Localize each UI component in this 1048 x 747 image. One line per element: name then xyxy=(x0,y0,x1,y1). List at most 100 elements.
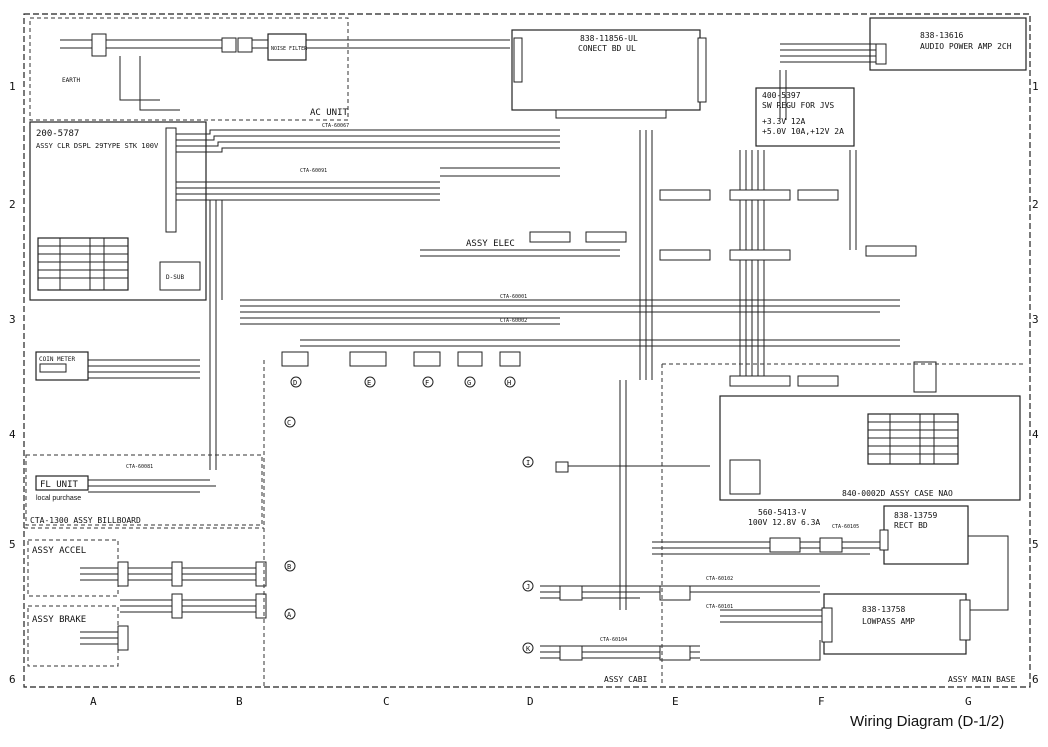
coin-meter-label: COIN METER xyxy=(39,356,76,363)
cld-box xyxy=(29,121,207,301)
connector-d-circle xyxy=(290,376,302,388)
conect-bd-connector-bottom xyxy=(555,109,667,119)
fl-unit-note: local purchase xyxy=(36,495,81,502)
wire-label-7: CTA-60001 xyxy=(500,294,527,300)
grid-row-2-left: 2 xyxy=(9,198,16,211)
noise-filter-box xyxy=(267,33,307,61)
brake-label: ASSY BRAKE xyxy=(32,615,86,625)
section-divider-left xyxy=(24,360,265,686)
case-nao-label: 840-0002D ASSY CASE NAO xyxy=(842,489,953,498)
coin-meter-display xyxy=(39,363,67,373)
amp-connector xyxy=(875,43,887,65)
case-nao-table xyxy=(867,413,959,465)
connector-b-label: B xyxy=(287,563,291,571)
grid-row-5-right: 5 xyxy=(1032,538,1039,551)
fl-unit-box xyxy=(35,475,89,491)
connector-i-circle xyxy=(522,456,534,468)
connector-i-box xyxy=(555,461,569,473)
grid-row-5-left: 5 xyxy=(9,538,16,551)
lowpass-label: LOWPASS AMP xyxy=(862,617,915,626)
ac-switch-b xyxy=(237,37,253,53)
grid-col-d: D xyxy=(527,695,534,708)
grid-row-6-left: 6 xyxy=(9,673,16,686)
connector-i-label: I xyxy=(526,459,530,467)
sw-regu-v1: +3.3V 12A xyxy=(762,117,806,126)
wire-label-1: CTA-60091 xyxy=(300,168,327,174)
connector-e-label: E xyxy=(367,379,371,387)
wire-label-4: CTA-60101 xyxy=(706,604,733,610)
cld-d-sub-label: D-SUB xyxy=(166,274,184,281)
assy-elec-label: ASSY ELEC xyxy=(466,239,515,249)
grid-col-f: F xyxy=(818,695,825,708)
cld-signal-table xyxy=(37,237,129,291)
ac-switch-a xyxy=(221,37,237,53)
diagram-caption: Wiring Diagram (D-1/2) xyxy=(850,713,1005,730)
grid-col-e: E xyxy=(672,695,679,708)
wire-label-2: CTA-60105 xyxy=(832,524,859,530)
grid-row-4-right: 4 xyxy=(1032,428,1039,441)
case-nao-jvs-table xyxy=(729,459,761,495)
psu-part: 560-5413-V xyxy=(758,508,806,517)
assy-elec-connectors xyxy=(529,189,917,387)
connector-g-circle xyxy=(464,376,476,388)
connector-k-circle xyxy=(522,642,534,654)
grid-col-g: G xyxy=(965,695,972,708)
cld-label: ASSY CLR DSPL 29TYPE STK 100V xyxy=(36,142,159,150)
grid-row-3-left: 3 xyxy=(9,313,16,326)
cabi-label: ASSY CABI xyxy=(604,675,648,684)
wire-label-6: CTA-60081 xyxy=(126,464,153,470)
outer-frame xyxy=(23,13,1031,688)
fl-unit-label: FL UNIT xyxy=(40,480,79,490)
cabi-divider xyxy=(661,363,1024,686)
lowpass-connector-left xyxy=(821,607,833,643)
accel-label: ASSY ACCEL xyxy=(32,546,86,556)
amp-wires xyxy=(780,43,876,63)
wire-label-0: CTA-60067 xyxy=(322,123,349,129)
grid-row-1-right: 1 xyxy=(1032,80,1039,93)
conect-bd-connector-left xyxy=(513,37,523,83)
wire-label-3: CTA-60102 xyxy=(706,576,733,582)
grid-col-c: C xyxy=(383,695,390,708)
connector-d-label: D xyxy=(293,379,297,387)
connector-k-label: K xyxy=(526,645,531,653)
lower-harness-wires xyxy=(540,535,1009,661)
ac-unit-box xyxy=(29,17,349,121)
case-nao-box xyxy=(719,395,1021,501)
sw-regu-label: SW REGU FOR JVS xyxy=(762,101,834,110)
connector-j-label: J xyxy=(526,583,530,591)
sw-regu-part: 400-5397 xyxy=(762,91,801,100)
harness-wires xyxy=(176,70,900,610)
wire-label-8: CTA-60002 xyxy=(500,318,527,324)
earth-label-ac: EARTH xyxy=(62,77,80,84)
connector-e-circle xyxy=(364,376,376,388)
connector-h-label: H xyxy=(507,379,511,387)
connector-c-label: C xyxy=(287,419,291,427)
main-base-label: ASSY MAIN BASE xyxy=(948,675,1016,684)
connector-f-label: F xyxy=(425,379,429,387)
connector-c-circle xyxy=(284,416,296,428)
grid-row-4-left: 4 xyxy=(9,428,16,441)
wire-label-5: CTA-60104 xyxy=(600,637,627,643)
grid-col-a: A xyxy=(90,695,97,708)
connector-j-circle xyxy=(522,580,534,592)
conect-bd-part: 838-11856-UL xyxy=(580,34,638,43)
amp-label: AUDIO POWER AMP 2CH xyxy=(920,42,1012,51)
accel-box xyxy=(27,539,119,597)
connector-b-circle xyxy=(284,560,296,572)
rect-bd-connector xyxy=(879,529,889,551)
grid-row-1-left: 1 xyxy=(9,80,16,93)
grid-col-b: B xyxy=(236,695,243,708)
mid-connectors xyxy=(281,351,521,367)
cld-part: 200-5787 xyxy=(36,129,79,139)
connector-g-label: G xyxy=(467,379,471,387)
cld-connector xyxy=(165,127,177,233)
connector-a-circle xyxy=(284,608,296,620)
ac-wires xyxy=(60,39,510,111)
ac-unit-label: AC UNIT xyxy=(310,108,349,118)
pedal-wires xyxy=(80,561,267,651)
connector-f-circle xyxy=(422,376,434,388)
fl-unit-wires xyxy=(88,479,216,493)
lowpass-connector-right xyxy=(959,599,971,641)
lowpass-part: 838-13758 xyxy=(862,605,906,614)
conect-bd-label: CONECT BD UL xyxy=(578,44,636,53)
